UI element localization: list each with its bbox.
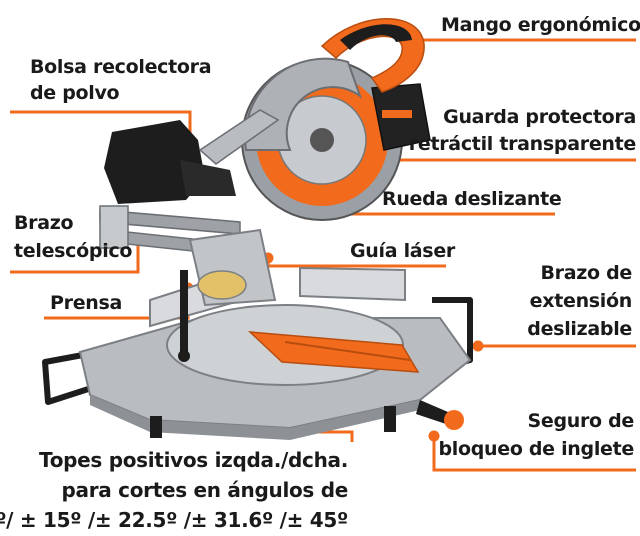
label-slide-wheel: Rueda deslizante [382,188,562,210]
clamp-post [180,270,188,360]
laser-housing [197,270,247,300]
dot-lock [428,430,440,442]
base-front [90,395,420,440]
handle-black-grip [340,24,412,50]
label-telescopic-line1: Brazo [14,212,74,234]
rail-end-block [99,205,129,249]
upper-guard [244,57,363,151]
line-lock [432,436,636,472]
foot-right [384,406,396,432]
miter-lock-knob [444,410,464,430]
label-lock-line1: Seguro de [527,410,634,432]
saw-body [42,18,473,440]
label-extension-line1: Brazo de [540,262,633,284]
label-telescopic-line2: telescópico [14,240,133,262]
label-guard-line1: Guarda protectora [443,106,636,128]
label-stops-line3: 0º/ ± 15º /± 22.5º /± 31.6º /± 45º [0,508,348,532]
foot-left [150,416,162,438]
dust-chute [180,160,236,196]
label-stops-line2: para cortes en ángulos de [61,478,349,502]
support-arm [198,109,280,165]
label-dust-bag-line2: de polvo [30,82,120,104]
label-clamp: Prensa [50,292,123,314]
clamp-knob [178,350,190,362]
line-telescopic [10,238,140,274]
fence-right [299,266,406,302]
dust-bag [104,120,205,204]
dot-extension [472,340,484,352]
label-handle: Mango ergonómico [441,14,640,36]
label-extension-line3: deslizable [527,318,632,340]
label-dust-bag-line1: Bolsa recolectora [30,56,212,78]
label-stops-line1: Topes positivos izqda./dcha. [39,448,348,472]
label-lock-line2: bloqueo de inglete [438,438,634,460]
miter-lock-handle [416,400,448,424]
motor-badge [382,110,412,118]
label-laser: Guía láser [350,240,455,262]
label-guard-line2: retráctil transparente [408,133,637,155]
blade-hub [310,128,334,152]
label-extension-line2: extensión [529,290,633,312]
